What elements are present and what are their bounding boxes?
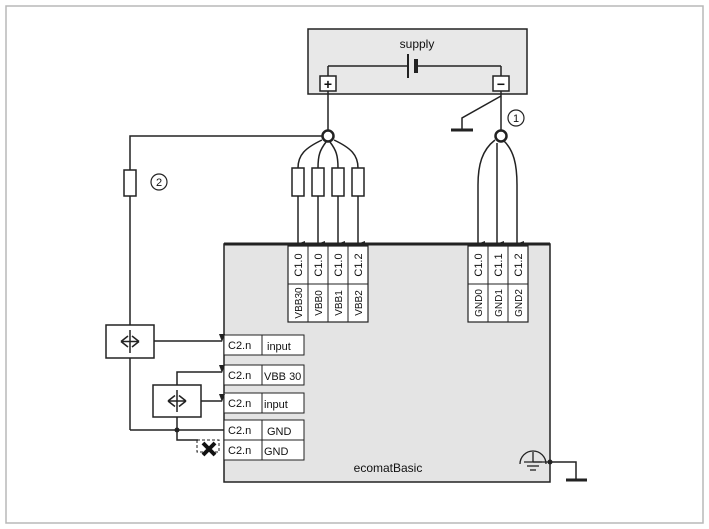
- gnd-2-code: C1.2: [513, 253, 525, 276]
- side-terminal-3: C2.n GND: [223, 419, 305, 441]
- minus-sign: −: [497, 76, 505, 92]
- fuse-vbb1: [331, 167, 345, 197]
- side-terminal-4: C2.n GND: [223, 439, 305, 461]
- sensor-icon: [120, 335, 140, 348]
- gnd-1: C1.1 GND1: [493, 253, 505, 317]
- vbb-3-code: C1.2: [353, 253, 365, 276]
- fuse-vbb2: [351, 167, 365, 197]
- vbb-0-name: VBB30: [294, 287, 305, 319]
- vbb-3: C1.2 VBB2: [353, 253, 365, 315]
- plus-sign: +: [324, 76, 332, 92]
- fuse-vbb30: [291, 167, 305, 197]
- gnd-terminal-block: C1.0 GND0 C1.1 GND1 C1.2 GND2: [467, 245, 529, 323]
- gnd-0: C1.0 GND0: [473, 253, 485, 317]
- side-terminal-1-name: VBB 30: [264, 371, 301, 383]
- vbb-2: C1.0 VBB1: [333, 253, 345, 315]
- supply-unit: supply + −: [307, 28, 528, 95]
- not-connected-icon: [196, 439, 220, 457]
- controller-label: ecomatBasic: [354, 461, 423, 475]
- callout-1: 1: [507, 109, 525, 127]
- vbb-terminal-block: C1.0 VBB30 C1.0 VBB0 C1.0 VBB1 C1.2 VBB2: [287, 245, 369, 323]
- fuse-vbb0: [311, 167, 325, 197]
- gnd-2: C1.2 GND2: [513, 253, 525, 317]
- side-terminal-1: C2.n VBB 30: [223, 364, 305, 386]
- vbb-0-code: C1.0: [293, 253, 305, 276]
- vbb-1-code: C1.0: [313, 253, 325, 276]
- sensor-lower: [152, 384, 202, 418]
- earth-ground-icon: [519, 450, 587, 482]
- vbb-0: C1.0 VBB30: [293, 253, 305, 318]
- gnd-2-name: GND2: [514, 289, 525, 317]
- side-terminal-0-name: input: [267, 341, 291, 353]
- supply-wiring: [129, 91, 524, 430]
- side-terminal-2-name: input: [264, 399, 288, 411]
- fuses: [123, 167, 365, 197]
- supply-label: supply: [400, 37, 435, 51]
- sensor-upper: [105, 324, 155, 359]
- side-terminal-0: C2.n input: [223, 334, 305, 356]
- junction-node-vbb: [321, 129, 335, 143]
- svg-text:2: 2: [156, 177, 162, 189]
- gnd-0-code: C1.0: [473, 253, 485, 276]
- side-terminal-0-code: C2.n: [228, 340, 251, 352]
- wire-junction: [174, 427, 180, 433]
- side-terminal-3-code: C2.n: [228, 425, 251, 437]
- fuse-main: [123, 169, 137, 197]
- sensor-icon: [167, 394, 187, 408]
- gnd-1-code: C1.1: [493, 253, 505, 276]
- gnd-1-name: GND1: [494, 289, 505, 317]
- side-terminal-4-name: GND: [264, 446, 289, 458]
- side-terminal-4-code: C2.n: [228, 445, 251, 457]
- svg-text:1: 1: [513, 113, 519, 125]
- vbb-2-name: VBB1: [334, 290, 345, 316]
- vbb-1: C1.0 VBB0: [313, 253, 325, 315]
- side-terminal-block: C2.n input C2.n VBB 30 C2.n input C2.n G…: [223, 334, 305, 461]
- callout-2: 2: [150, 173, 168, 191]
- side-terminal-1-code: C2.n: [228, 370, 251, 382]
- junction-node-gnd: [494, 129, 508, 143]
- side-terminal-3-name: GND: [267, 426, 292, 438]
- side-terminal-2-code: C2.n: [228, 398, 251, 410]
- side-terminal-2: C2.n input: [223, 392, 305, 414]
- vbb-3-name: VBB2: [354, 290, 365, 316]
- gnd-0-name: GND0: [474, 289, 485, 317]
- vbb-1-name: VBB0: [314, 290, 325, 316]
- vbb-2-code: C1.0: [333, 253, 345, 276]
